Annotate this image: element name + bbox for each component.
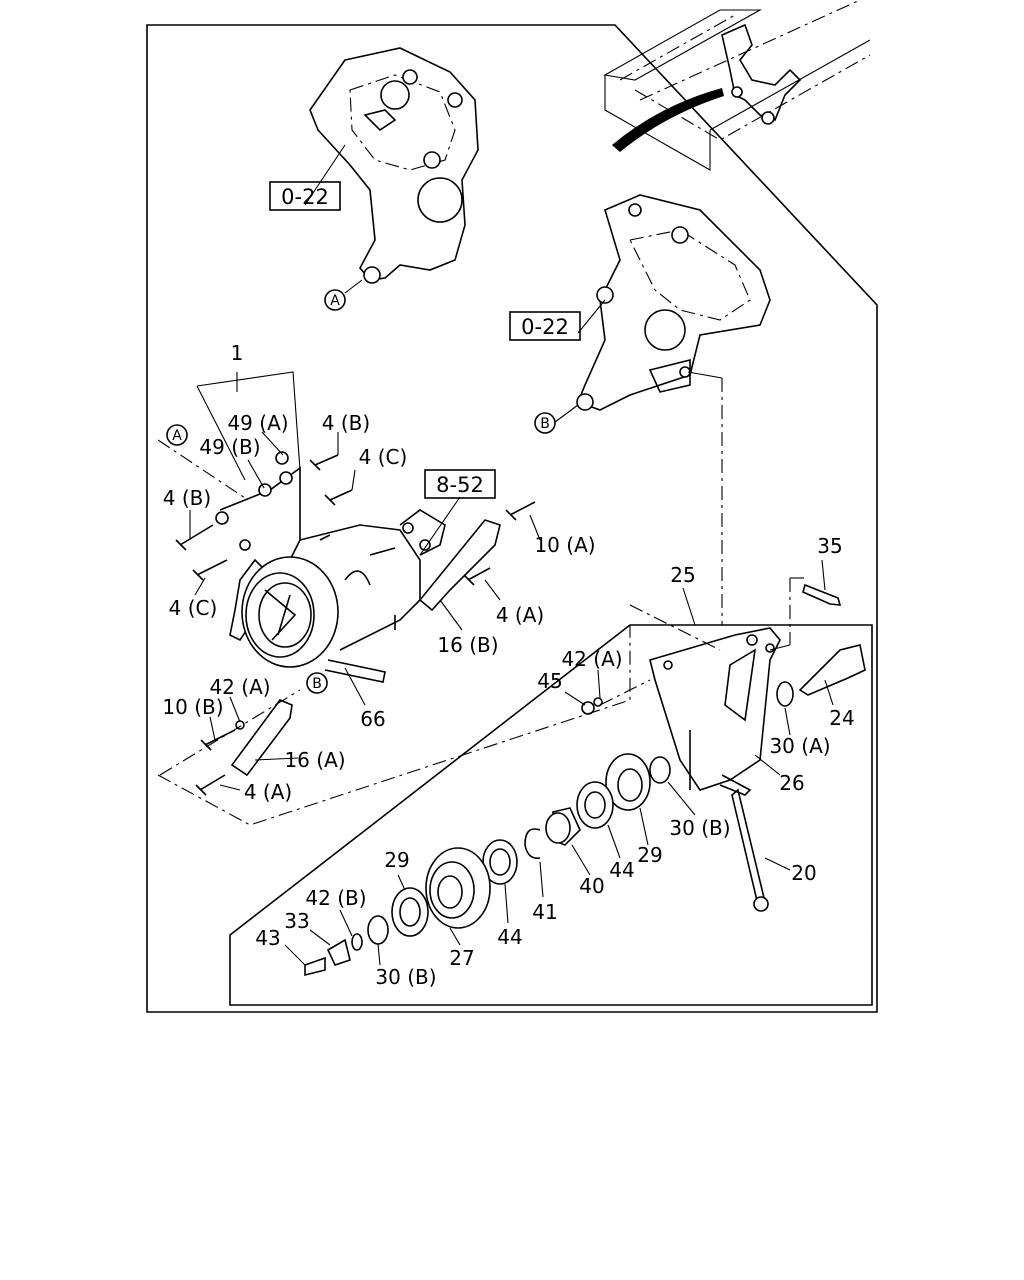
idler-pulley-parts <box>304 753 671 977</box>
label-29-left: 29 <box>384 848 409 872</box>
label-42b: 42 (B) <box>305 886 366 910</box>
label-4c-top: 4 (C) <box>359 445 408 469</box>
label-4a-mid: 4 (A) <box>496 603 544 627</box>
guide-lines <box>157 439 805 826</box>
label-30b-left: 30 (B) <box>375 965 436 989</box>
label-43: 43 <box>255 926 280 950</box>
label-41: 41 <box>532 900 557 924</box>
label-25: 25 <box>670 563 695 587</box>
label-16a: 16 (A) <box>284 748 345 772</box>
label-4c-left: 4 (C) <box>169 596 218 620</box>
compressor-assembly <box>215 466 446 683</box>
label-44-right: 44 <box>609 858 634 882</box>
label-49b: 49 (B) <box>199 435 260 459</box>
upper-bracket-left <box>309 47 479 284</box>
marker-a-top: A <box>330 293 340 309</box>
label-1: 1 <box>231 341 244 365</box>
ref-box-8-52 <box>424 469 496 499</box>
label-16b: 16 (B) <box>437 633 498 657</box>
label-30a: 30 (A) <box>769 734 830 758</box>
label-44-left: 44 <box>497 925 522 949</box>
label-42a-left: 42 (A) <box>209 675 270 699</box>
bolts <box>175 451 603 796</box>
engine-location-inset <box>603 0 871 171</box>
leader-lines <box>189 371 834 966</box>
label-20: 20 <box>791 861 816 885</box>
washer-30a <box>776 681 794 707</box>
label-27: 27 <box>449 946 474 970</box>
label-49a: 49 (A) <box>227 411 288 435</box>
outer-frame <box>146 24 878 1013</box>
ref-box-0-22-top <box>269 181 341 211</box>
label-35: 35 <box>817 534 842 558</box>
bolt-35 <box>802 583 842 606</box>
bracket-arm-16b <box>418 519 501 612</box>
label-33: 33 <box>284 909 309 933</box>
label-4a-bot: 4 (A) <box>244 780 292 804</box>
adjust-bolt-20 <box>731 788 766 907</box>
label-30b-right: 30 (B) <box>669 816 730 840</box>
label-10b: 10 (B) <box>162 695 223 719</box>
marker-b-top: B <box>540 416 550 432</box>
ref-box-0-22-mid <box>509 311 581 341</box>
label-45: 45 <box>537 669 562 693</box>
label-10a: 10 (A) <box>534 533 595 557</box>
label-42a-right: 42 (A) <box>561 647 622 671</box>
upper-bracket-right <box>576 194 771 411</box>
label-24: 24 <box>829 706 854 730</box>
lower-subframe <box>229 624 873 1006</box>
label-4b-top: 4 (B) <box>322 411 370 435</box>
bolt-24 <box>798 644 866 696</box>
ref-8-52[interactable]: 8-52 <box>436 473 484 497</box>
label-66: 66 <box>360 707 385 731</box>
label-40: 40 <box>579 874 604 898</box>
ref-0-22-top[interactable]: 0-22 <box>281 185 329 209</box>
label-26: 26 <box>779 771 804 795</box>
label-29-right: 29 <box>637 843 662 867</box>
marker-a-left: A <box>172 428 182 444</box>
ref-0-22-mid[interactable]: 0-22 <box>521 315 569 339</box>
bracket-arm-16a <box>230 699 293 777</box>
label-4b-left: 4 (B) <box>163 486 211 510</box>
idler-bracket <box>649 627 781 791</box>
marker-b-left: B <box>312 676 322 692</box>
